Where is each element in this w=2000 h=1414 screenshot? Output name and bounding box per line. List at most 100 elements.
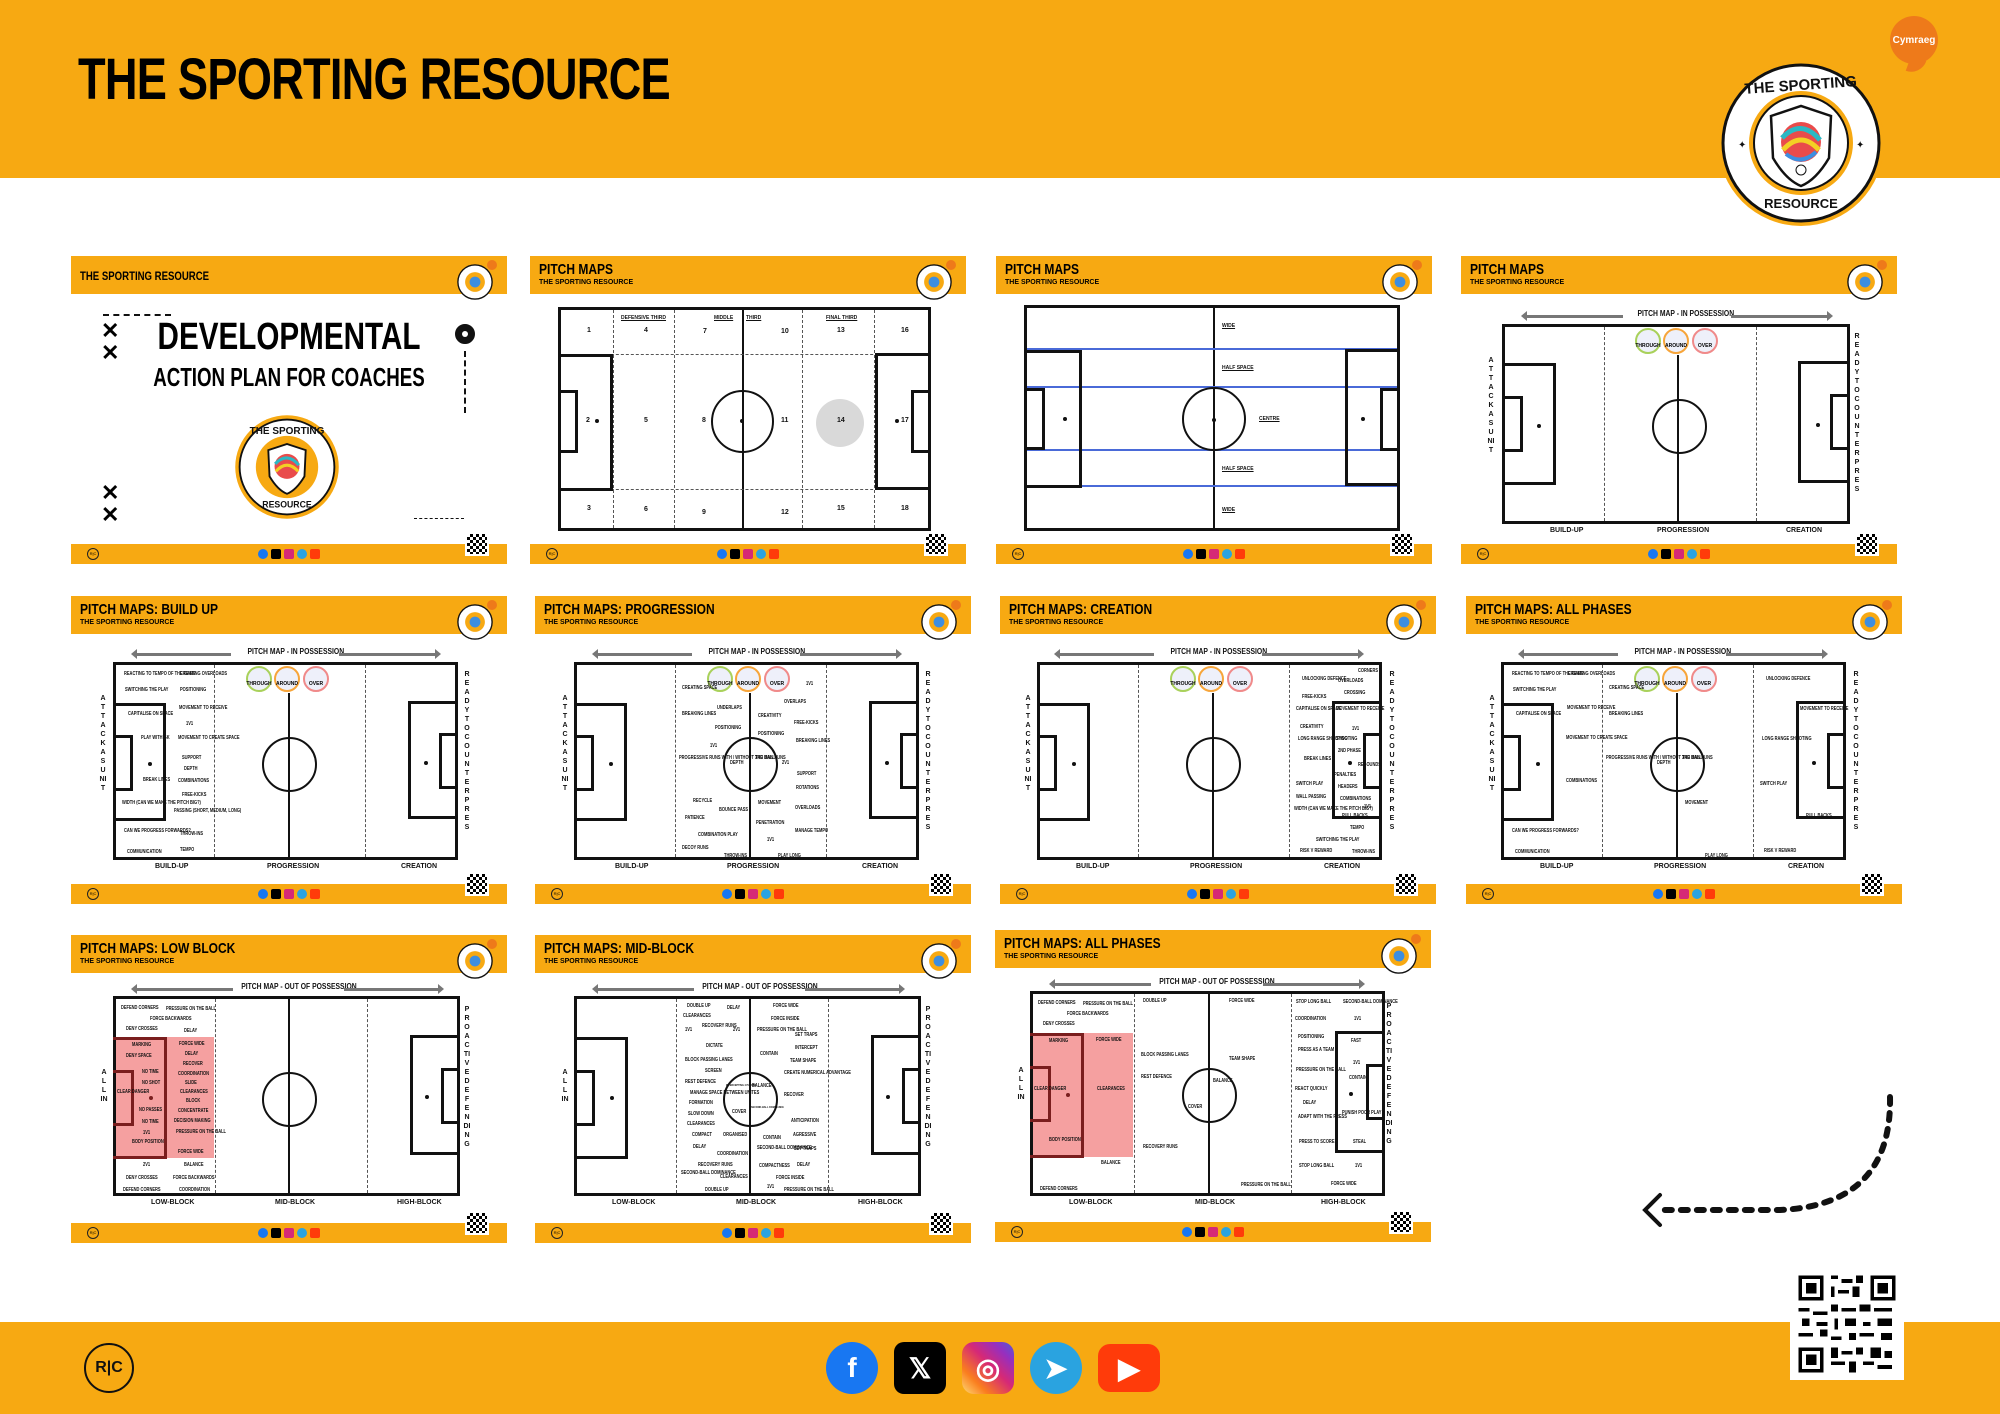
cross-marks-icon: ✕✕ (101, 318, 120, 365)
through-badge: THROUGH (246, 666, 272, 692)
social-icons-small (1187, 889, 1249, 899)
around-badge: AROUND (735, 666, 761, 692)
qr-code-small (929, 1211, 953, 1235)
slide-thumbnail-cover[interactable]: THE SPORTING RESOURCE ✕✕ ✕✕ DEVELOPMENTA… (71, 256, 507, 564)
qr-code[interactable] (1790, 1268, 1904, 1380)
slide-thumbnail-creation[interactable]: PITCH MAPS: CREATION THE SPORTING RESOUR… (1000, 596, 1436, 904)
slide-title: PITCH MAPS: BUILD UP (80, 601, 218, 618)
phase-label: CREATION (1324, 863, 1361, 870)
mini-logo (457, 604, 493, 640)
phase-label: BUILD-UP (1076, 863, 1110, 870)
facebook-icon[interactable]: f (826, 1342, 878, 1394)
slide-subtitle: THE SPORTING RESOURCE (1004, 953, 1099, 960)
over-badge: OVER (1227, 666, 1253, 692)
dashed-pass-arrow-icon (414, 518, 464, 519)
social-icons-small (722, 1228, 784, 1238)
left-vertical-label: ATTACK AS UNIT (1024, 695, 1032, 792)
right-vertical-label: READY TO COUNTERPRES (925, 671, 931, 831)
over-badge: OVER (303, 666, 329, 692)
slide-footer: R|C (535, 1223, 971, 1243)
social-icons-small (258, 1228, 320, 1238)
social-icons-small (1648, 549, 1710, 559)
left-vertical-label: ATTACK AS UNIT (99, 695, 107, 792)
right-vertical-label: PROACTIVE DEFENDING (924, 1006, 932, 1148)
ball-marker-icon (455, 324, 475, 344)
slide-thumbnail-build-up[interactable]: PITCH MAPS: BUILD UP THE SPORTING RESOUR… (71, 596, 507, 904)
slide-thumbnail-in-possession[interactable]: PITCH MAPS THE SPORTING RESOURCE PITCH M… (1461, 256, 1897, 564)
slide-header: PITCH MAPS: BUILD UP THE SPORTING RESOUR… (71, 596, 507, 634)
language-bubble-icon (1416, 600, 1426, 610)
slide-thumbnail-all-phases-in-possession[interactable]: PITCH MAPS: ALL PHASES THE SPORTING RESO… (1466, 596, 1902, 904)
mini-logo (921, 943, 957, 979)
phase-label: BUILD-UP (155, 863, 189, 870)
mini-logo (1847, 264, 1883, 300)
left-vertical-label: ALL IN (561, 1069, 569, 1103)
mini-logo (1386, 604, 1422, 640)
slide-title: PITCH MAPS (1005, 261, 1080, 278)
rc-logo-small: R|C (546, 548, 558, 560)
slide-subtitle: THE SPORTING RESOURCE (544, 958, 639, 965)
slide-title: PITCH MAPS: LOW BLOCK (80, 940, 236, 957)
phase-label: PROGRESSION (727, 863, 780, 870)
youtube-icon[interactable]: ▶ (1098, 1344, 1160, 1392)
over-badge: OVER (764, 666, 790, 692)
slide-thumbnail-low-block[interactable]: PITCH MAPS: LOW BLOCK THE SPORTING RESOU… (71, 935, 507, 1243)
slide-title: PITCH MAPS (1470, 261, 1545, 278)
social-icons-small (1183, 549, 1245, 559)
slide-title: PITCH MAPS: ALL PHASES (1475, 601, 1632, 618)
x-icon[interactable]: 𝕏 (894, 1342, 946, 1394)
language-bubble-icon (951, 939, 961, 949)
social-icons-small (722, 889, 784, 899)
mini-logo (921, 604, 957, 640)
slide-footer: R|C (1466, 884, 1902, 904)
slide-title: PITCH MAPS: PROGRESSION (544, 601, 715, 618)
slide-subtitle: THE SPORTING RESOURCE (1470, 279, 1565, 286)
phase-label: LOW-BLOCK (151, 1199, 195, 1206)
over-badge: OVER (1692, 328, 1718, 354)
header-band: THE SPORTING RESOURCE (0, 0, 2000, 178)
right-vertical-label: PROACTIVE DEFENDING (1385, 1003, 1393, 1145)
slide-thumbnail-pitch-zones[interactable]: PITCH MAPS THE SPORTING RESOURCE DEFENSI… (530, 256, 966, 564)
social-icons-small (1653, 889, 1715, 899)
slide-brand: THE SPORTING RESOURCE (80, 269, 210, 283)
language-bubble-icon (1877, 260, 1887, 270)
slide-footer: R|C (71, 884, 507, 904)
phase-label: LOW-BLOCK (612, 1199, 656, 1206)
mini-logo (1382, 264, 1418, 300)
telegram-icon[interactable]: ➤ (1030, 1342, 1082, 1394)
mini-logo (916, 264, 952, 300)
through-badge: THROUGH (707, 666, 733, 692)
direction-arrow-left (131, 649, 231, 659)
direction-arrow-right (805, 984, 905, 994)
rc-logo-small: R|C (87, 548, 99, 560)
slide-thumbnail-all-phases-out-of-possession[interactable]: PITCH MAPS: ALL PHASES THE SPORTING RESO… (995, 930, 1431, 1242)
social-icons-small (258, 889, 320, 899)
arrow-title: PITCH MAP - IN POSSESSION (247, 647, 345, 656)
sporting-resource-logo[interactable]: THE SPORTING RESOURCE ✦ ✦ (1716, 58, 1886, 228)
slide-header: PITCH MAPS: PROGRESSION THE SPORTING RES… (535, 596, 971, 634)
slide-thumbnail-pitch-channels[interactable]: PITCH MAPS THE SPORTING RESOURCE WIDE HA… (996, 256, 1432, 564)
slide-title: PITCH MAPS: CREATION (1009, 601, 1153, 618)
right-vertical-label: READY TO COUNTERPRES (1853, 671, 1859, 831)
qr-code-small (1855, 532, 1879, 556)
language-toggle-button[interactable]: Cymraeg (1890, 16, 1938, 64)
right-vertical-label: READY TO COUNTERPRES (464, 671, 470, 831)
slide-thumbnail-mid-block[interactable]: PITCH MAPS: MID-BLOCK THE SPORTING RESOU… (535, 935, 971, 1243)
social-links: f 𝕏 ◎ ➤ ▶ (826, 1342, 1160, 1394)
rc-logo[interactable]: R|C (84, 1343, 134, 1393)
svg-text:RESOURCE: RESOURCE (1764, 196, 1838, 211)
rc-logo-small: R|C (1011, 1226, 1023, 1238)
rc-logo-small: R|C (551, 888, 563, 900)
slide-header: PITCH MAPS: CREATION THE SPORTING RESOUR… (1000, 596, 1436, 634)
qr-code-small (1860, 872, 1884, 896)
arrow-title: PITCH MAP - IN POSSESSION (1170, 647, 1268, 656)
instagram-icon[interactable]: ◎ (962, 1342, 1014, 1394)
language-bubble-icon (1412, 260, 1422, 270)
mini-logo (457, 943, 493, 979)
direction-arrow-left (131, 984, 233, 994)
rc-logo-small: R|C (1016, 888, 1028, 900)
phase-label: HIGH-BLOCK (858, 1199, 903, 1206)
slide-thumbnail-progression[interactable]: PITCH MAPS: PROGRESSION THE SPORTING RES… (535, 596, 971, 904)
svg-text:✦: ✦ (1856, 140, 1864, 151)
direction-arrow-right (1726, 649, 1828, 659)
